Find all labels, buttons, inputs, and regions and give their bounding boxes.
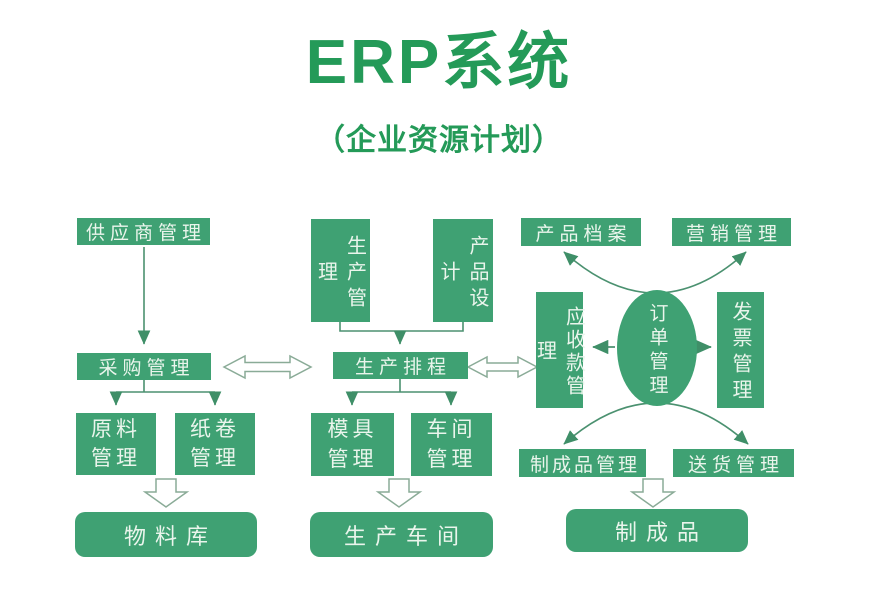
merge-production-design xyxy=(339,322,464,332)
node-raw-material-management: 原料管理 xyxy=(76,413,156,475)
node-delivery-management: 送货管理 xyxy=(673,449,794,477)
node-paper-roll-management: 纸卷管理 xyxy=(175,413,255,475)
double-arrow-scheduling-receivable xyxy=(466,355,539,379)
node-purchasing-management: 采购管理 xyxy=(77,353,211,380)
node-finished-goods-management: 制成品管理 xyxy=(519,449,646,477)
node-workshop-management: 车间管理 xyxy=(411,413,492,476)
arc-order-to-finished-delivery xyxy=(563,402,749,445)
node-finished-goods: 制成品 xyxy=(566,509,748,552)
arc-order-to-archive-marketing xyxy=(563,251,747,294)
node-order-management: 订单管理 xyxy=(617,290,697,406)
node-material-warehouse: 物料库 xyxy=(75,512,257,557)
block-arrow-to-material-warehouse xyxy=(142,478,190,508)
node-accounts-receivable-management: 应收款管理 xyxy=(534,292,585,408)
fork-scheduling xyxy=(352,378,451,393)
double-arrow-purchasing-scheduling xyxy=(222,354,313,380)
page-title: ERP系统 xyxy=(305,28,573,97)
node-product-archive: 产品档案 xyxy=(521,218,641,246)
fork-purchasing xyxy=(116,380,215,393)
node-production-workshop: 生产车间 xyxy=(310,512,493,557)
node-production-management: 生产管理 xyxy=(311,219,370,322)
node-marketing-management: 营销管理 xyxy=(672,218,791,246)
node-invoice-management: 发票管理 xyxy=(717,292,764,408)
node-product-design: 产品设计 xyxy=(433,219,493,322)
block-arrow-to-finished-goods xyxy=(629,478,677,508)
node-supplier-management: 供应商管理 xyxy=(77,218,210,245)
block-arrow-to-production-workshop xyxy=(375,478,423,508)
page-subtitle: （企业资源计划） xyxy=(315,124,563,157)
node-production-scheduling: 生产排程 xyxy=(333,352,468,379)
node-mold-management: 模具管理 xyxy=(311,413,394,476)
